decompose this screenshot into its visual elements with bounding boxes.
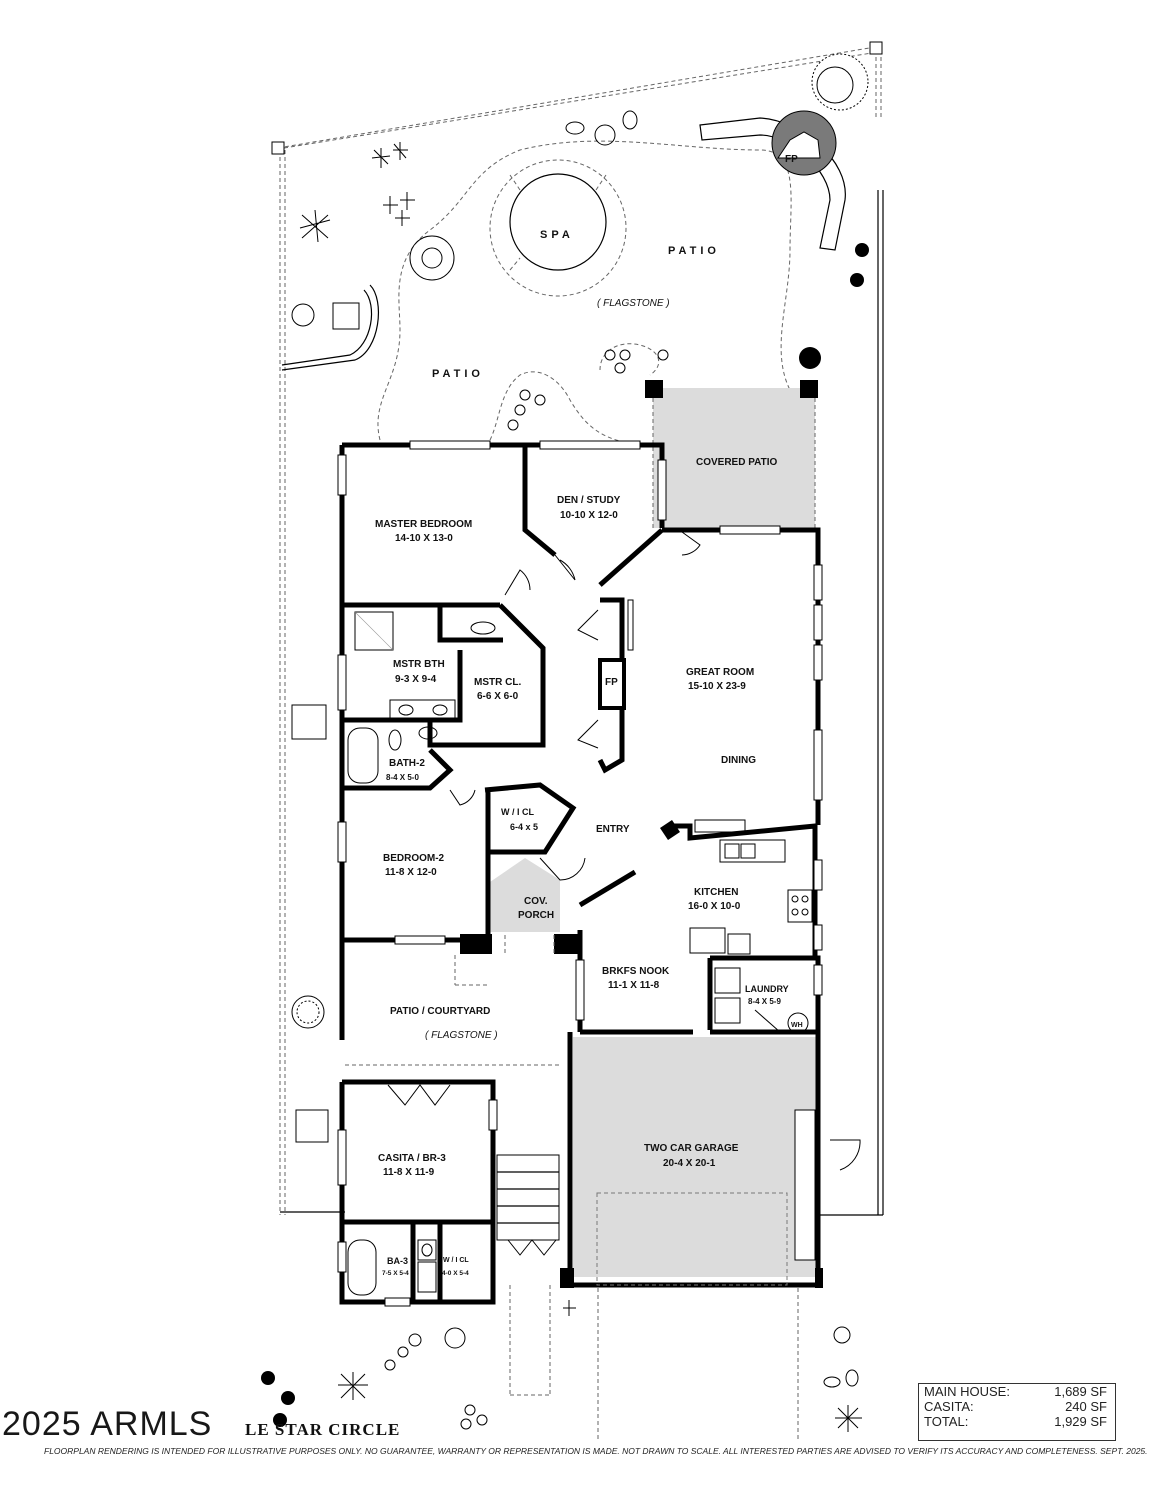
cov-porch-label-2: PORCH: [518, 910, 554, 921]
spa-label: SPA: [540, 229, 574, 241]
patio-courtyard-label: PATIO / COURTYARD: [390, 1006, 490, 1017]
cov-porch-area: [490, 858, 560, 932]
master-bedroom-dim: 14-10 X 13-0: [395, 533, 453, 544]
wic-label: W / I CL: [501, 807, 534, 817]
room-labels: MASTER BEDROOM 14-10 X 13-0 DEN / STUDY …: [375, 495, 803, 1277]
cov-porch-label-1: COV.: [524, 896, 548, 907]
garage-floor: [573, 1037, 818, 1277]
wic-dim: 6-4 x 5: [510, 822, 538, 832]
area-label: MAIN HOUSE:: [924, 1384, 1010, 1399]
kitchen-dim: 16-0 X 10-0: [688, 901, 741, 912]
lot-boundary: [271, 41, 884, 1216]
wic2-dim: 4-0 X 5-4: [442, 1270, 469, 1277]
garage-label: TWO CAR GARAGE: [644, 1143, 739, 1154]
mstr-cl-dim: 6-6 X 6-0: [477, 691, 519, 702]
patio-left-label: PATIO: [432, 368, 484, 380]
flagstone-top-label: ( FLAGSTONE ): [597, 298, 670, 309]
brkfs-nook-label: BRKFS NOOK: [602, 966, 670, 977]
laundry-label: LAUNDRY: [745, 984, 789, 994]
property-address: LE STAR CIRCLE: [245, 1420, 401, 1439]
spa: [489, 159, 627, 297]
mstr-bth-label: MSTR BTH: [393, 659, 445, 670]
area-summary-table: MAIN HOUSE: 1,689 SF CASITA: 240 SF TOTA…: [918, 1383, 1116, 1441]
ba3-dim: 7-5 X 5-4: [382, 1270, 409, 1277]
bedroom2-label: BEDROOM-2: [383, 853, 445, 864]
casita-dim: 11-8 X 11-9: [383, 1167, 435, 1178]
bath2-dim: 8-4 X 5-0: [386, 773, 419, 782]
master-bedroom-label: MASTER BEDROOM: [375, 519, 472, 530]
entry-label: ENTRY: [596, 824, 630, 835]
outdoor-fireplace: [699, 110, 846, 251]
back-patio: [281, 140, 801, 446]
great-room-label: GREAT ROOM: [686, 667, 754, 678]
covered-patio-area: [653, 388, 815, 528]
bath2-label: BATH-2: [389, 758, 425, 769]
brkfs-nook-dim: 11-1 X 11-8: [608, 980, 660, 991]
patio-top-label: PATIO: [668, 245, 720, 257]
disclaimer-text: FLOORPLAN RENDERING IS INTENDED FOR ILLU…: [44, 1446, 1148, 1456]
armls-watermark: 2025 ARMLS: [2, 1405, 213, 1443]
flagstone-court-label: ( FLAGSTONE ): [425, 1030, 498, 1041]
mstr-bth-dim: 9-3 X 9-4: [395, 674, 437, 685]
area-label: TOTAL:: [924, 1414, 969, 1429]
area-label: CASITA:: [924, 1399, 974, 1414]
garage-dim: 20-4 X 20-1: [663, 1158, 716, 1169]
area-row-main-house: MAIN HOUSE: 1,689 SF: [919, 1384, 1115, 1399]
fp-label: FP: [605, 677, 618, 688]
outdoor-fp-label: FP: [785, 154, 798, 165]
area-value: 1,929 SF: [1054, 1414, 1107, 1429]
windows: [337, 440, 823, 1307]
doors-fixtures: [345, 531, 861, 1440]
dining-label: DINING: [721, 755, 756, 766]
area-value: 1,689 SF: [1054, 1384, 1107, 1399]
den-study-dim: 10-10 X 12-0: [560, 510, 618, 521]
casita-label: CASITA / BR-3: [378, 1153, 446, 1164]
great-room-dim: 15-10 X 23-9: [688, 681, 746, 692]
ba3-label: BA-3: [387, 1256, 408, 1266]
area-row-casita: CASITA: 240 SF: [919, 1399, 1115, 1414]
bedroom2-dim: 11-8 X 12-0: [385, 867, 437, 878]
den-study-label: DEN / STUDY: [557, 495, 621, 506]
landscape-plants: [261, 53, 869, 1432]
area-row-total: TOTAL: 1,929 SF: [919, 1414, 1115, 1429]
kitchen-label: KITCHEN: [694, 887, 738, 898]
wic2-label: W / I CL: [443, 1257, 469, 1264]
water-heater-label: WH: [791, 1022, 803, 1029]
covered-patio-label: COVERED PATIO: [696, 457, 778, 468]
laundry-dim: 8-4 X 5-9: [748, 997, 781, 1006]
area-value: 240 SF: [1065, 1399, 1107, 1414]
mstr-cl-label: MSTR CL.: [474, 677, 521, 688]
